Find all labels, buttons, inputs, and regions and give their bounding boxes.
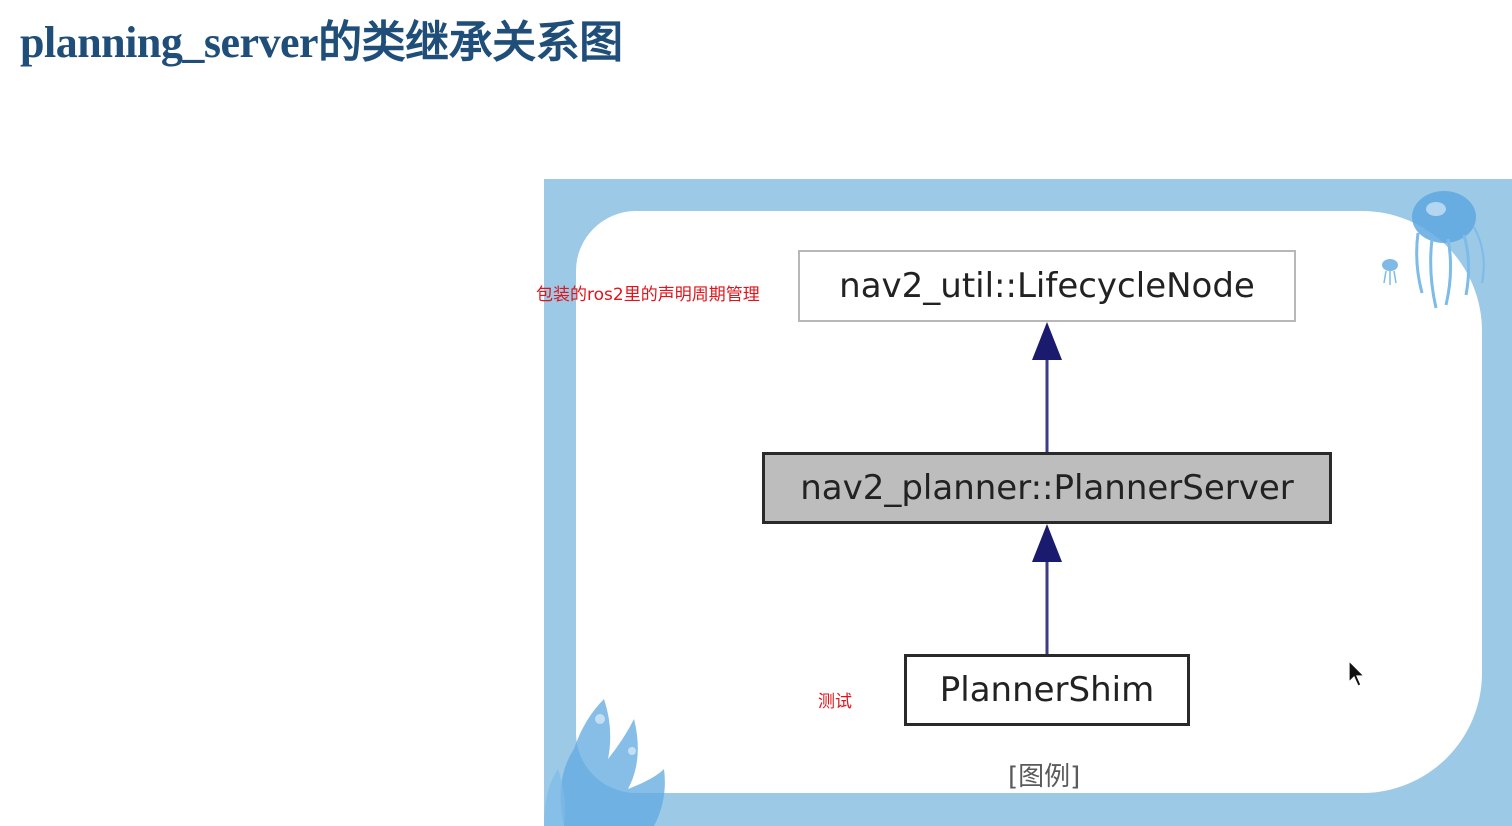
- arrowhead-lifecycle: [1032, 322, 1062, 360]
- node-planner-shim[interactable]: PlannerShim: [904, 654, 1190, 726]
- legend-link[interactable]: [图例]: [1008, 762, 1081, 792]
- arrowhead-plannerserver: [1032, 524, 1062, 562]
- annotation-test-note: 测试: [818, 692, 852, 712]
- mouse-pointer-icon: [1348, 660, 1366, 687]
- annotation-lifecycle-note: 包装的ros2里的声明周期管理: [536, 285, 760, 305]
- page-title: planning_server的类继承关系图: [20, 18, 623, 67]
- node-planner-server[interactable]: nav2_planner::PlannerServer: [762, 452, 1332, 524]
- node-lifecycle-node[interactable]: nav2_util::LifecycleNode: [798, 250, 1296, 322]
